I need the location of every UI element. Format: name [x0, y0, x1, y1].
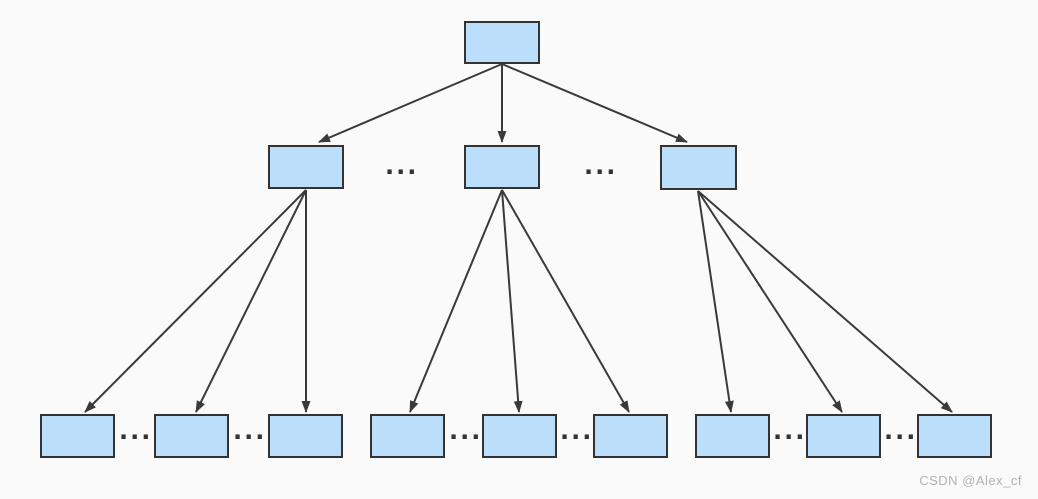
arrow-internal-3-to-leaf-7: [697, 190, 734, 413]
ellipsis-leaf-2-3: ...: [233, 417, 267, 445]
arrow-internal-3-to-leaf-8: [697, 190, 843, 413]
arrow-internal-2-to-leaf-6: [501, 189, 630, 413]
tree-node-internal-2: [464, 145, 540, 189]
arrow-root-to-internal-1: [318, 63, 503, 143]
ellipsis-leaf-7-8: ...: [773, 417, 807, 445]
ellipsis-leaf-1-2: ...: [119, 417, 153, 445]
tree-node-internal-3: [660, 145, 737, 190]
arrow-internal-2-to-leaf-4: [409, 189, 503, 413]
arrow-internal-1-to-leaf-1: [84, 189, 307, 413]
ellipsis-leaf-5-6: ...: [560, 417, 594, 445]
watermark-text: CSDN @Alex_cf: [919, 473, 1022, 488]
tree-node-leaf-9: [917, 414, 992, 458]
arrow-internal-2-to-leaf-5: [501, 189, 523, 413]
arrow-internal-3-to-leaf-9: [697, 190, 953, 413]
ellipsis-internal-2-3: ...: [584, 152, 618, 180]
tree-node-leaf-1: [40, 414, 115, 458]
ellipsis-internal-1-2: ...: [385, 152, 419, 180]
ellipsis-leaf-8-9: ...: [884, 417, 918, 445]
ellipsis-leaf-4-5: ...: [449, 417, 483, 445]
tree-node-root: [464, 21, 540, 64]
tree-node-leaf-2: [154, 414, 229, 458]
tree-node-leaf-8: [806, 414, 881, 458]
arrow-root-to-internal-3: [501, 63, 688, 143]
arrow-internal-1-to-leaf-2: [195, 189, 307, 413]
tree-node-leaf-4: [370, 414, 445, 458]
tree-node-leaf-6: [593, 414, 668, 458]
tree-node-leaf-3: [268, 414, 343, 458]
tree-node-internal-1: [268, 145, 344, 189]
tree-node-leaf-5: [482, 414, 557, 458]
tree-node-leaf-7: [695, 414, 770, 458]
